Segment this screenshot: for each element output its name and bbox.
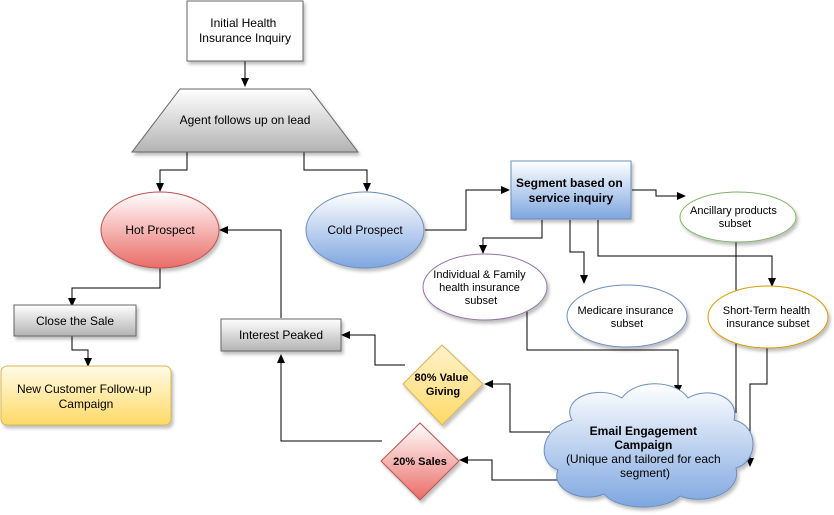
agent-follows-up-label: Agent follows up on lead <box>180 113 311 127</box>
svg-text:Medicare insurance subse: Medicare insurance subset <box>577 305 676 330</box>
short-term-line-1: Short-Term health <box>723 305 810 317</box>
node-interest-peaked[interactable]: Interest Peaked <box>220 318 342 352</box>
svg-text:20% Sales: 20% Sales <box>393 456 447 468</box>
node-agent-follows-up[interactable]: Agent follows up on lead <box>130 88 360 153</box>
edge-cold-to-segment <box>425 186 510 231</box>
edge-email-to-value <box>484 380 550 433</box>
email-campaign-line-1: Email Engagement <box>590 424 697 438</box>
sales-label: 20% Sales <box>393 456 447 468</box>
medicare-line-2: subset <box>611 318 643 330</box>
edge-agent-to-cold <box>303 152 371 192</box>
node-close-sale[interactable]: Close the Sale <box>13 304 137 337</box>
node-ancillary[interactable]: Ancillary products subset <box>679 191 797 243</box>
svg-text:Initial Health Insurance: Initial Health Insurance Inquiry <box>199 16 291 45</box>
initial-inquiry-line-1: Initial Health <box>210 16 276 30</box>
hot-prospect-label: Hot Prospect <box>125 223 195 237</box>
new-customer-line-1: New Customer Follow-up <box>17 382 152 396</box>
node-cold-prospect[interactable]: Cold Prospect <box>305 191 425 269</box>
node-short-term[interactable]: Short-Term health insurance subset <box>707 285 829 349</box>
segment-line-1: Segment based on <box>516 176 623 190</box>
ancillary-line-1: Ancillary products <box>690 205 777 217</box>
node-new-customer[interactable]: New Customer Follow-up Campaign <box>0 365 172 426</box>
edge-sales-to-interest <box>277 354 382 442</box>
edge-individual-to-email <box>526 308 682 394</box>
node-hot-prospect[interactable]: Hot Prospect <box>100 191 220 269</box>
svg-text:80% Value Giving: 80% Value Giving <box>415 372 472 398</box>
node-sales[interactable]: 20% Sales <box>380 422 460 501</box>
email-campaign-line-2: Campaign <box>614 438 672 452</box>
svg-text:New Customer Follow-up C: New Customer Follow-up Campaign <box>17 382 155 411</box>
value-giving-line-1: 80% Value <box>415 372 469 384</box>
edge-value-to-interest <box>341 331 405 366</box>
node-segment[interactable]: Segment based on service inquiry <box>510 160 632 220</box>
edges <box>68 61 776 481</box>
edge-agent-to-hot <box>156 152 188 192</box>
value-giving-line-2: Giving <box>426 386 460 398</box>
svg-text:Short-Term health insura: Short-Term health insurance subset <box>723 305 814 330</box>
node-email-campaign[interactable]: Email Engagement Campaign (Unique and ta… <box>543 383 754 508</box>
medicare-line-1: Medicare insurance <box>577 305 673 317</box>
edge-segment-to-ancillary <box>632 189 686 200</box>
segment-line-2: service inquiry <box>529 191 614 205</box>
svg-text:Cold Prospect: Cold Prospect <box>327 223 403 237</box>
edge-hot-to-close <box>68 268 161 307</box>
individual-family-line-2: health insurance <box>439 282 520 294</box>
svg-text:Individual & Family heal: Individual & Family health insurance sub… <box>433 269 528 307</box>
email-campaign-line-4: segment) <box>620 466 670 480</box>
new-customer-line-2: Campaign <box>59 397 114 411</box>
edge-segment-to-medicare <box>569 220 588 284</box>
close-sale-label: Close the Sale <box>36 314 114 328</box>
edge-segment-to-short-term <box>597 220 776 287</box>
short-term-line-2: insurance subset <box>726 318 809 330</box>
cold-prospect-label: Cold Prospect <box>327 223 403 237</box>
email-campaign-line-3: (Unique and tailored for each <box>566 452 721 466</box>
node-initial-inquiry[interactable]: Initial Health Insurance Inquiry <box>186 0 304 62</box>
svg-text:Interest Peaked: Interest Peaked <box>239 328 323 342</box>
individual-family-line-1: Individual & Family <box>433 269 526 281</box>
initial-inquiry-line-2: Insurance Inquiry <box>199 31 291 45</box>
edge-email-to-sales <box>459 456 560 481</box>
svg-text:Hot Prospect: Hot Prospect <box>125 223 195 237</box>
interest-peaked-label: Interest Peaked <box>239 328 323 342</box>
svg-text:Email Engagement Campaig: Email Engagement Campaign (Unique and ta… <box>566 424 724 480</box>
edge-short-term-to-email <box>746 347 768 467</box>
edge-interest-to-hot <box>219 226 282 318</box>
svg-text:Close the Sale: Close the Sale <box>36 314 114 328</box>
node-medicare[interactable]: Medicare insurance subset <box>566 284 688 348</box>
svg-text:Ancillary products subse: Ancillary products subset <box>690 205 780 230</box>
edge-close-to-new-customer <box>71 336 92 367</box>
svg-text:Agent follows up on lead: Agent follows up on lead <box>180 113 311 127</box>
edge-segment-to-individual <box>479 220 543 254</box>
node-individual-family[interactable]: Individual & Family health insurance sub… <box>422 253 548 321</box>
svg-text:Segment based on service: Segment based on service inquiry <box>516 176 626 205</box>
ancillary-line-2: subset <box>719 218 751 230</box>
node-value-giving[interactable]: 80% Value Giving <box>402 344 484 426</box>
individual-family-line-3: subset <box>465 295 497 307</box>
